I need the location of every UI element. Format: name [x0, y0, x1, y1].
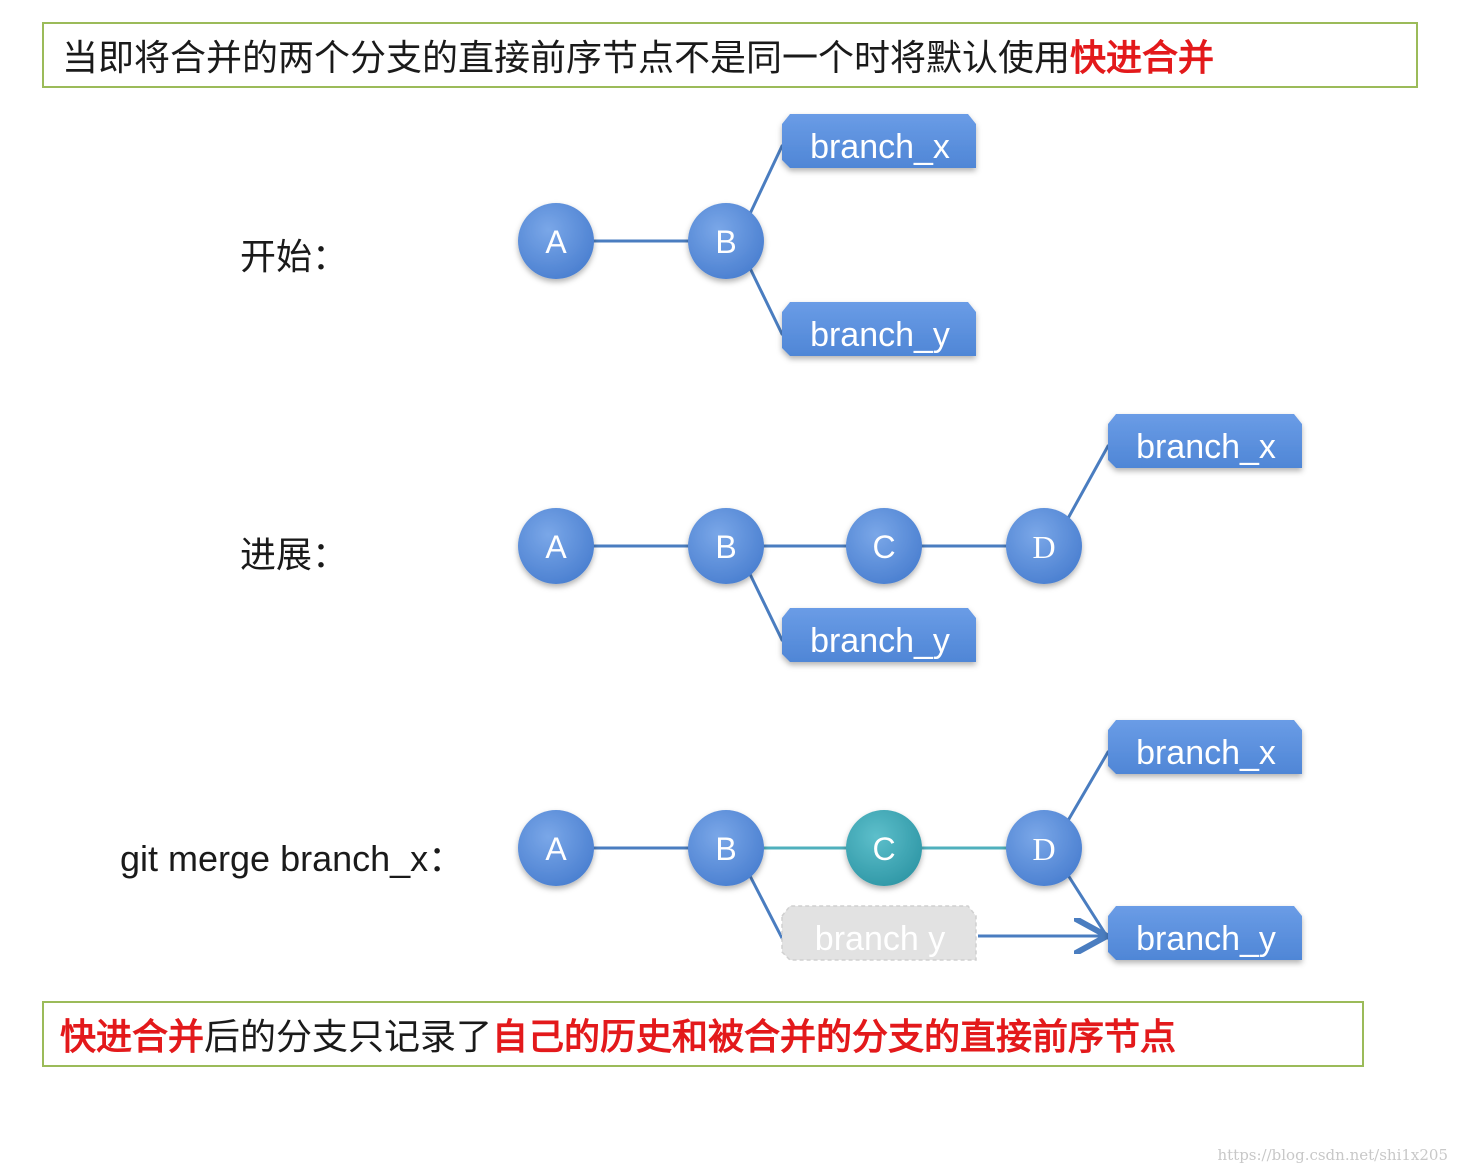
commit-label: B — [715, 224, 736, 260]
branch-tag-y: branch_y — [782, 302, 976, 356]
commit-node-d: D — [1006, 810, 1082, 886]
stage-label-start: 开始： — [240, 237, 349, 278]
commit-node-b: B — [688, 810, 764, 886]
commit-label: A — [545, 529, 567, 565]
commit-node-b: B — [688, 508, 764, 584]
bottom-note-highlight-2: 自己的历史和被合并的分支的直接前序节点 — [492, 1017, 1177, 1058]
branch-label: branch_y — [810, 622, 950, 660]
bottom-note: 快进合并后的分支只记录了自己的历史和被合并的分支的直接前序节点 — [42, 1001, 1364, 1067]
bottom-note-text: 后的分支只记录了 — [204, 1017, 493, 1058]
top-note-highlight: 快进合并 — [1070, 38, 1215, 79]
branch-label: branch_y — [810, 316, 950, 354]
commit-label: D — [1032, 831, 1055, 867]
commit-node-c: C — [846, 508, 922, 584]
commit-label: A — [545, 831, 567, 867]
commit-label: C — [872, 529, 895, 565]
branch-label: branch_x — [1136, 428, 1276, 466]
commit-label: B — [715, 529, 736, 565]
commit-label: C — [872, 831, 895, 867]
branch-tag-x: branch_x — [1108, 414, 1302, 468]
branch-tag-y-old-ghost: branch y — [781, 905, 977, 961]
branch-tag-x: branch_x — [1108, 720, 1302, 774]
bottom-note-highlight-1: 快进合并 — [60, 1017, 205, 1058]
commit-label: B — [715, 831, 736, 867]
watermark: https://blog.csdn.net/shi1x205 — [1217, 1146, 1448, 1164]
commit-label: D — [1032, 529, 1055, 565]
commit-node-a: A — [518, 810, 594, 886]
branch-tag-y: branch_y — [782, 608, 976, 662]
commit-node-a: A — [518, 508, 594, 584]
commit-node-c-highlight: C — [846, 810, 922, 886]
commit-label: A — [545, 224, 567, 260]
branch-tag-y: branch_y — [1108, 906, 1302, 960]
branch-tag-x: branch_x — [782, 114, 976, 168]
stage-label-merge: git merge branch_x： — [120, 838, 465, 879]
commit-node-a: A — [518, 203, 594, 279]
commit-node-b: B — [688, 203, 764, 279]
branch-label: branch_x — [810, 128, 950, 166]
branch-label: branch y — [815, 920, 945, 958]
top-note-text: 当即将合并的两个分支的直接前序节点不是同一个时将默认使用 — [62, 38, 1071, 79]
top-note: 当即将合并的两个分支的直接前序节点不是同一个时将默认使用快进合并 — [42, 22, 1418, 88]
stage-label-progress: 进展： — [240, 535, 349, 576]
branch-label: branch_y — [1136, 920, 1276, 958]
branch-label: branch_x — [1136, 734, 1276, 772]
commit-node-d: D — [1006, 508, 1082, 584]
